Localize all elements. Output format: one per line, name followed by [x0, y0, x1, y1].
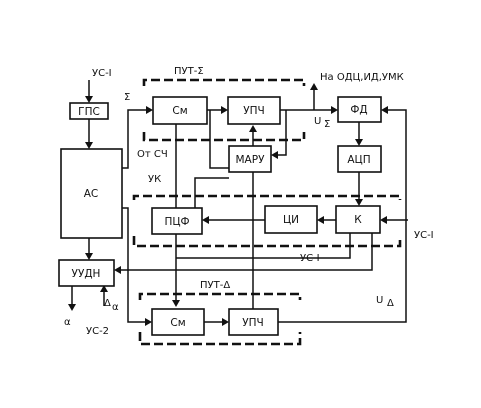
block-gps-label: ГПС — [78, 106, 100, 118]
block-sm-delta-label: См — [170, 317, 185, 329]
block-as: АС — [60, 148, 123, 239]
block-ci: ЦИ — [264, 205, 318, 234]
block-upch-sum: УПЧ — [227, 96, 281, 125]
label-put-sum: ПУТ-Σ — [174, 66, 204, 77]
label-delta-alpha-sub: α — [112, 302, 119, 313]
label-output-to: На ОДЦ,ИД,УМК — [320, 72, 404, 83]
block-fd-label: ФД — [350, 104, 367, 116]
label-us1-right: УС-I — [414, 230, 434, 241]
block-pcf-label: ПЦФ — [164, 216, 189, 228]
label-ot-sch: От СЧ — [137, 149, 168, 160]
block-k-label: К — [354, 214, 362, 226]
block-maru-label: МАРУ — [236, 154, 266, 166]
block-k: К — [335, 205, 381, 234]
block-gps: ГПС — [69, 102, 109, 120]
block-uudn: УУДН — [58, 259, 115, 287]
label-us1-mid: УС-I — [300, 253, 320, 264]
label-delta-alpha: Δ — [104, 298, 111, 309]
label-u-sigma-sub: Σ — [324, 119, 330, 130]
block-uudn-label: УУДН — [72, 268, 101, 280]
label-us2: УС-2 — [86, 326, 109, 337]
uk-frame — [132, 194, 402, 248]
block-as-label: АС — [84, 188, 99, 200]
block-sm-sum: См — [152, 96, 208, 125]
block-pcf: ПЦФ — [151, 207, 203, 235]
block-upch-delta: УПЧ — [228, 308, 279, 336]
block-sm-sum-label: См — [172, 105, 187, 117]
block-acp-label: АЦП — [347, 154, 370, 166]
label-us1-top: УС-I — [92, 68, 112, 79]
label-u-sigma: U — [314, 116, 321, 127]
label-u-delta: U — [376, 295, 383, 306]
block-acp: АЦП — [337, 145, 382, 173]
block-ci-label: ЦИ — [283, 214, 299, 226]
label-sigma: Σ — [124, 92, 130, 103]
block-fd: ФД — [337, 96, 382, 123]
block-upch-sum-label: УПЧ — [243, 105, 265, 117]
label-put-delta: ПУТ-Δ — [200, 280, 230, 291]
block-maru: МАРУ — [228, 145, 272, 173]
block-sm-delta: См — [151, 308, 205, 336]
label-uk: УК — [148, 174, 161, 185]
put-sum-frame — [142, 78, 306, 142]
put-delta-frame — [138, 292, 302, 346]
label-alpha: α — [64, 317, 71, 328]
block-upch-delta-label: УПЧ — [242, 317, 264, 329]
label-u-delta-sub: Δ — [387, 298, 394, 309]
